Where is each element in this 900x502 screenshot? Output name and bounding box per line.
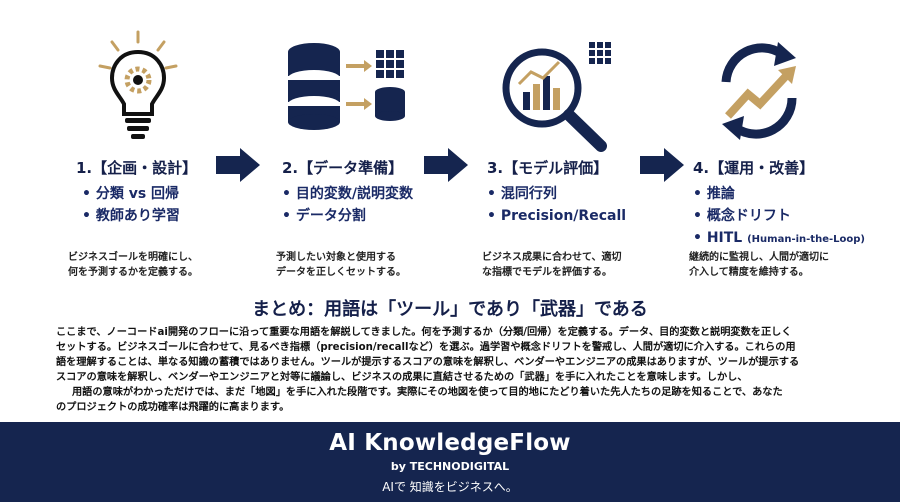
desc-line: 予測したい対象と使用する: [276, 252, 396, 263]
brand-byline: by TECHNODIGITAL: [390, 460, 510, 473]
database-transfer-icon: [288, 43, 405, 130]
desc-line: ビジネスゴールを明確にし、: [68, 252, 198, 263]
step-4-bullets: 推論 概念ドリフト HITL (Human-in-the-Loop): [693, 183, 865, 251]
summary-line: スコアの意味を解釈し、ベンダーやエンジニアと対等に議論し、ビジネスの成果に直結さ…: [56, 372, 748, 383]
desc-line: データを正しくセットする。: [276, 267, 406, 278]
step-4-description: 継続的に監視し、人間が適切に 介入して精度を維持する。: [689, 250, 829, 280]
hitl-label: HITL: [706, 230, 743, 246]
arrow-right-icon: [216, 148, 260, 182]
step-2-description: 予測したい対象と使用する データを正しくセットする。: [276, 250, 406, 280]
summary-body: ここまで、ノーコードai開発のフローに沿って重要な用語を解説してきました。何を予…: [56, 325, 856, 415]
step-2-bullets: 目的変数/説明変数 データ分割: [282, 183, 413, 227]
step-2-bullet: 目的変数/説明変数: [282, 183, 413, 205]
hitl-expansion: (Human-in-the-Loop): [747, 234, 865, 245]
summary-line: セットする。ビジネスゴールに合わせて、見るべき指標（precision/reca…: [56, 342, 796, 353]
desc-line: 継続的に監視し、人間が適切に: [689, 252, 829, 263]
step-2-bullet: データ分割: [282, 205, 413, 227]
step-4-title: 4.【運用・改善】: [693, 159, 815, 177]
step-4-bullet: HITL (Human-in-the-Loop): [693, 227, 865, 251]
step-2-title: 2.【データ準備】: [282, 159, 404, 177]
lightbulb-gear-icon: [98, 30, 178, 139]
step-4-bullet: 概念ドリフト: [693, 205, 865, 227]
desc-line: 介入して精度を維持する。: [689, 267, 809, 278]
brand-name: AI KnowledgeFlow: [329, 430, 571, 456]
step-3-bullet: Precision/Recall: [487, 205, 626, 227]
desc-line: な指標でモデルを評価する。: [482, 267, 612, 278]
arrow-right-icon: [640, 148, 684, 182]
step-3-bullet: 混同行列: [487, 183, 626, 205]
summary-line: 語を理解することは、単なる知識の蓄積ではありません。ツールが提示するスコアの意味…: [56, 357, 800, 368]
brand-tagline: AIで 知識をビジネスへ。: [382, 480, 518, 494]
step-3-title: 3.【モデル評価】: [487, 159, 609, 177]
step-1-bullet: 教師あり学習: [82, 205, 180, 227]
desc-line: 何を予測するかを定義する。: [68, 267, 198, 278]
step-4-bullet: 推論: [693, 183, 865, 205]
step-3-description: ビジネス成果に合わせて、適切 な指標でモデルを評価する。: [482, 250, 622, 280]
step-1-title: 1.【企画・設計】: [76, 159, 198, 177]
cycle-growth-icon: [721, 42, 797, 140]
summary-line: ここまで、ノーコードai開発のフローに沿って重要な用語を解説してきました。何を予…: [56, 327, 792, 338]
footer-banner: AI KnowledgeFlow by TECHNODIGITAL AIで 知識…: [0, 422, 900, 502]
step-1-bullets: 分類 vs 回帰 教師あり学習: [82, 183, 180, 227]
summary-title: まとめ：用語は「ツール」であり「武器」である: [252, 299, 648, 320]
step-1-description: ビジネスゴールを明確にし、 何を予測するかを定義する。: [68, 250, 198, 280]
step-3-bullets: 混同行列 Precision/Recall: [487, 183, 626, 227]
magnifier-chart-icon: [502, 42, 611, 152]
desc-line: ビジネス成果に合わせて、適切: [482, 252, 622, 263]
summary-line: のプロジェクトの成功確率は飛躍的に高まります。: [56, 402, 290, 413]
step-1-bullet: 分類 vs 回帰: [82, 183, 180, 205]
arrow-right-icon: [424, 148, 468, 182]
summary-line: 用語の意味がわかっただけでは、まだ「地図」を手に入れた段階です。実際にその地図を…: [72, 387, 783, 398]
